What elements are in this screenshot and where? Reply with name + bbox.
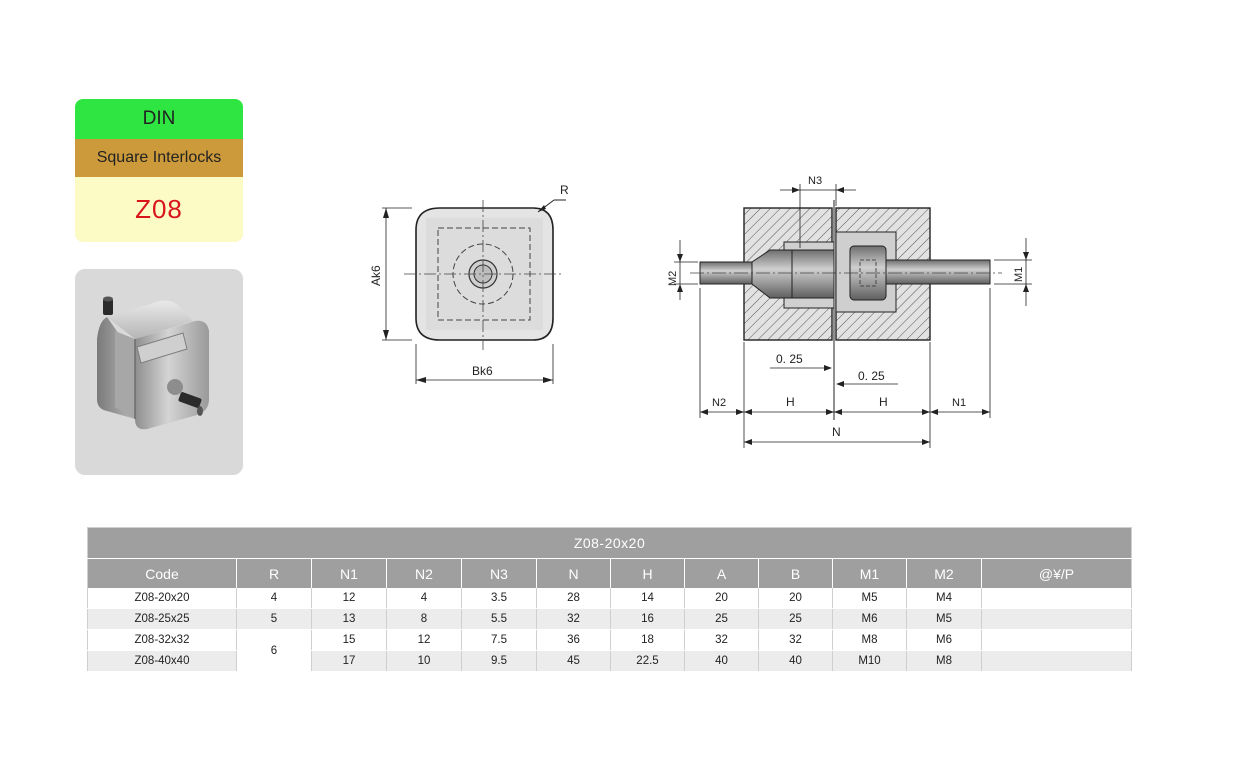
- header-n1: N1: [311, 558, 387, 588]
- cell-n: 32: [536, 608, 611, 630]
- ak6-label: Ak6: [369, 265, 383, 286]
- cell-a: 32: [684, 629, 759, 651]
- table-row: Z08-20x20 4 12 4 3.5 28 14 20 20 M5 M4: [87, 588, 1132, 609]
- table-title-row: Z08-20x20: [87, 527, 1132, 559]
- table-row: Z08-32x32 6 15 12 7.5 36 18 32 32 M8 M6: [87, 629, 1132, 672]
- spec-table: Z08-20x20 Code R N1 N2 N3 N H A B M1 M2 …: [87, 527, 1133, 672]
- cell-n1: 13: [311, 608, 387, 630]
- cell-code: Z08-25x25: [87, 608, 237, 630]
- cell-h: 18: [610, 629, 685, 651]
- cell-price: [980, 629, 1132, 651]
- cell-m1: M5: [832, 588, 907, 609]
- header-a: A: [684, 558, 759, 588]
- product-photo-illustration: [97, 296, 209, 430]
- cell-price: [980, 608, 1132, 630]
- cell-a: 20: [684, 588, 759, 609]
- header-n: N: [536, 558, 611, 588]
- cell-h: 22.5: [610, 650, 685, 672]
- cell-b: 25: [758, 608, 833, 630]
- cell-m2: M4: [906, 588, 982, 609]
- cell-code: Z08-40x40: [87, 650, 237, 672]
- table-row: Z08-40x40 17 10 9.5 45 22.5 40 40 M10 M8: [87, 650, 1132, 672]
- cell-r: 5: [236, 608, 312, 630]
- cell-a: 40: [684, 650, 759, 672]
- product-photo: [75, 269, 243, 475]
- header-h: H: [610, 558, 685, 588]
- n3-label: N3: [808, 175, 822, 187]
- header-r: R: [236, 558, 312, 588]
- header-code: Code: [87, 558, 237, 588]
- cell-n3: 9.5: [461, 650, 537, 672]
- bk6-label: Bk6: [472, 364, 493, 378]
- cell-m1: M8: [832, 629, 907, 651]
- cell-m2: M8: [906, 650, 982, 672]
- cell-b: 32: [758, 629, 833, 651]
- table-title: Z08-20x20: [87, 527, 1132, 559]
- cell-n1: 15: [311, 629, 387, 651]
- cell-r: 4: [236, 588, 312, 609]
- m2-label: M2: [667, 271, 679, 286]
- cell-n3: 3.5: [461, 588, 537, 609]
- gap-bottom-label: 0. 25: [858, 369, 885, 383]
- side-section-drawing: N3 M2 M1 0. 25 0. 25: [660, 170, 1040, 450]
- cell-code: Z08-20x20: [87, 588, 237, 609]
- cell-a: 25: [684, 608, 759, 630]
- header-b: B: [758, 558, 833, 588]
- header-m1: M1: [832, 558, 907, 588]
- category-label: Square Interlocks: [75, 139, 243, 177]
- cell-n3: 5.5: [461, 608, 537, 630]
- cell-n2: 8: [386, 608, 462, 630]
- cell-h: 16: [610, 608, 685, 630]
- n1-label: N1: [952, 397, 966, 409]
- table-row: Z08-25x25 5 13 8 5.5 32 16 25 25 M6 M5: [87, 608, 1132, 630]
- cell-n1: 12: [311, 588, 387, 609]
- cell-code: Z08-32x32: [87, 629, 237, 651]
- cell-m1: M6: [832, 608, 907, 630]
- cell-price: [980, 650, 1132, 672]
- cell-n: 36: [536, 629, 611, 651]
- cell-h: 14: [610, 588, 685, 609]
- radius-label: R: [560, 183, 568, 197]
- cell-n1: 17: [311, 650, 387, 672]
- cell-r: 6: [236, 629, 312, 672]
- n2-label: N2: [712, 397, 726, 409]
- m1-label: M1: [1013, 267, 1025, 282]
- h-right-label: H: [879, 395, 888, 409]
- front-view-drawing: R Ak6 Bk6: [368, 178, 569, 388]
- header-m2: M2: [906, 558, 982, 588]
- n-label: N: [832, 425, 841, 439]
- product-label-card: DIN Square Interlocks Z08: [75, 99, 243, 242]
- cell-b: 20: [758, 588, 833, 609]
- front-view-svg: R Ak6 Bk6: [369, 183, 569, 384]
- table-header-row: Code R N1 N2 N3 N H A B M1 M2 @¥/P: [87, 558, 1132, 588]
- cell-n2: 12: [386, 629, 462, 651]
- cell-n2: 4: [386, 588, 462, 609]
- cell-n: 28: [536, 588, 611, 609]
- cell-m2: M5: [906, 608, 982, 630]
- cell-n: 45: [536, 650, 611, 672]
- gap-top-label: 0. 25: [776, 352, 803, 366]
- cell-b: 40: [758, 650, 833, 672]
- cell-n3: 7.5: [461, 629, 537, 651]
- header-price: @¥/P: [980, 558, 1132, 588]
- header-n3: N3: [461, 558, 537, 588]
- standard-label: DIN: [75, 99, 243, 139]
- cell-m2: M6: [906, 629, 982, 651]
- cell-price: [980, 588, 1132, 609]
- header-n2: N2: [386, 558, 462, 588]
- cell-n2: 10: [386, 650, 462, 672]
- product-code-label: Z08: [75, 177, 243, 242]
- h-left-label: H: [786, 395, 795, 409]
- cell-m1: M10: [832, 650, 907, 672]
- side-section-svg: N3 M2 M1 0. 25 0. 25: [667, 175, 1032, 448]
